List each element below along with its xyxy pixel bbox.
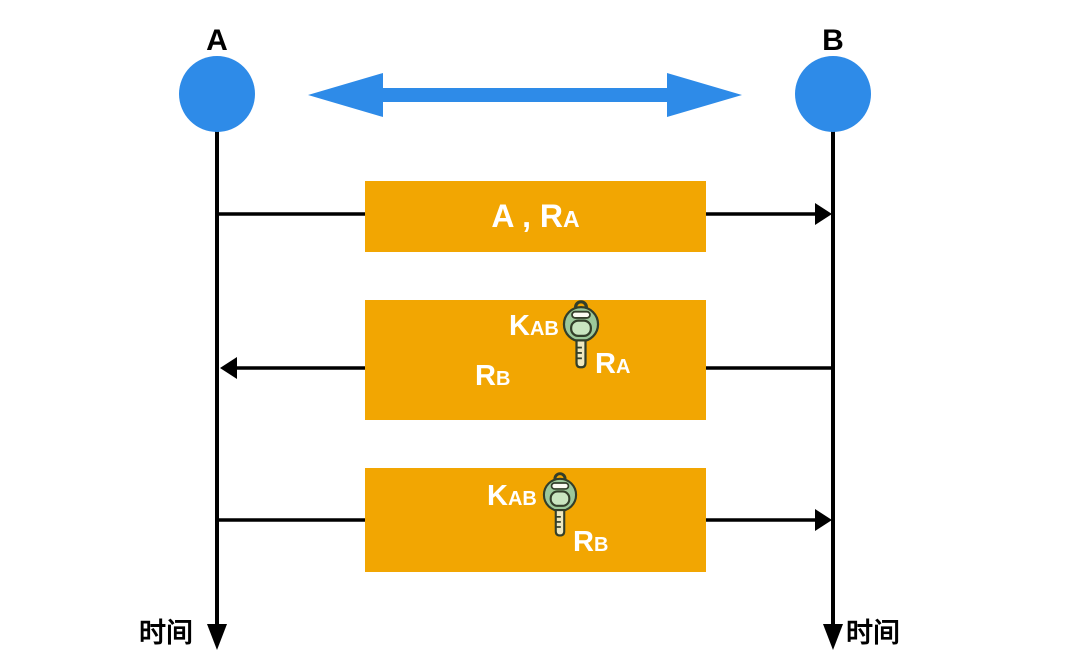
- actor-b-node: [795, 56, 871, 132]
- bidirectional-channel-arrow-icon: [308, 73, 742, 117]
- timeline-b-arrowhead: [823, 624, 843, 650]
- message-2-nonce-ra-label: RA: [595, 348, 631, 380]
- message-box-2: KAB RA RB: [365, 300, 706, 420]
- message-2-key-label: KAB: [509, 310, 559, 342]
- time-label-left: 时间: [139, 618, 193, 648]
- key-icon: [542, 472, 578, 537]
- actor-a-label: A: [206, 24, 228, 57]
- message-2-nonce-rb-label: RB: [475, 360, 511, 392]
- time-label-right: 时间: [846, 618, 900, 648]
- message-1-arrowhead: [815, 203, 832, 225]
- message-3-key-label: KAB: [487, 480, 537, 512]
- message-1-label: A , RA: [491, 198, 580, 234]
- message-box-1: A , RA: [365, 181, 706, 252]
- actor-a-node: [179, 56, 255, 132]
- message-3-nonce-rb-label: RB: [573, 526, 609, 558]
- actor-b-label: B: [822, 24, 844, 57]
- message-3-arrowhead: [815, 509, 832, 531]
- message-box-3: KAB RB: [365, 468, 706, 572]
- message-2-arrowhead: [220, 357, 237, 379]
- key-icon: [562, 300, 600, 369]
- timeline-a-arrowhead: [207, 624, 227, 650]
